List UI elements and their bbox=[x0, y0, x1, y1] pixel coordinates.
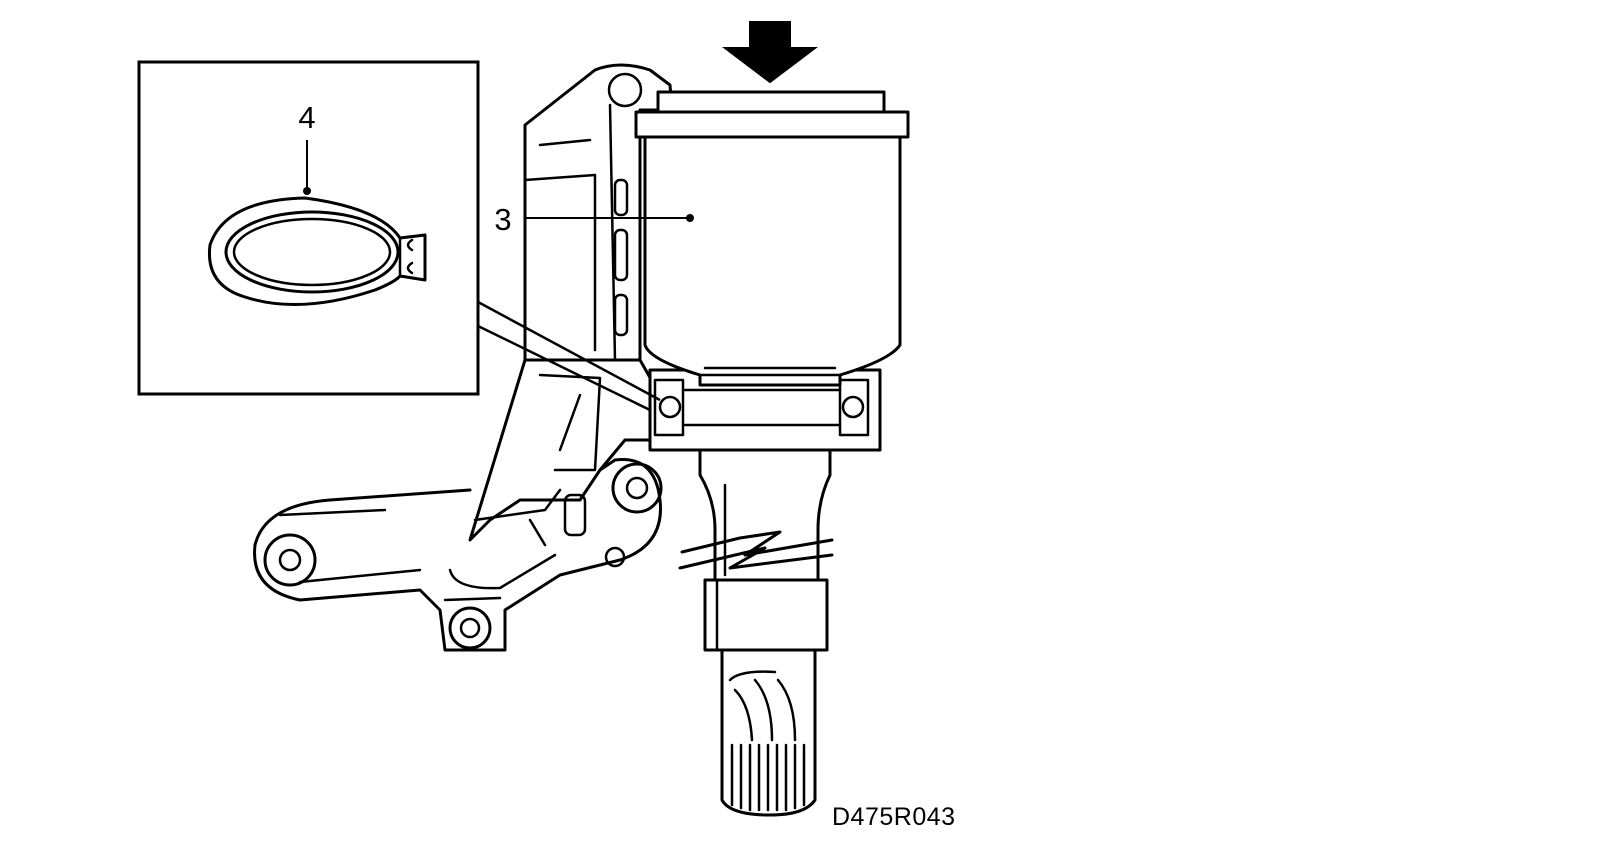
spline-teeth bbox=[730, 743, 806, 812]
callout-4: 4 bbox=[298, 100, 316, 195]
inset-leader-line bbox=[477, 300, 661, 412]
callout-3-label: 3 bbox=[494, 202, 511, 237]
press-tool bbox=[634, 90, 910, 387]
steering-knuckle bbox=[253, 63, 674, 652]
arrow-down-icon bbox=[722, 21, 818, 84]
callout-3: 3 bbox=[494, 202, 694, 237]
figure-code: D475R043 bbox=[832, 803, 956, 831]
callout-4-label: 4 bbox=[298, 100, 315, 135]
detail-inset bbox=[137, 60, 480, 396]
snap-ring bbox=[207, 196, 427, 307]
hub-shaft bbox=[678, 448, 834, 817]
